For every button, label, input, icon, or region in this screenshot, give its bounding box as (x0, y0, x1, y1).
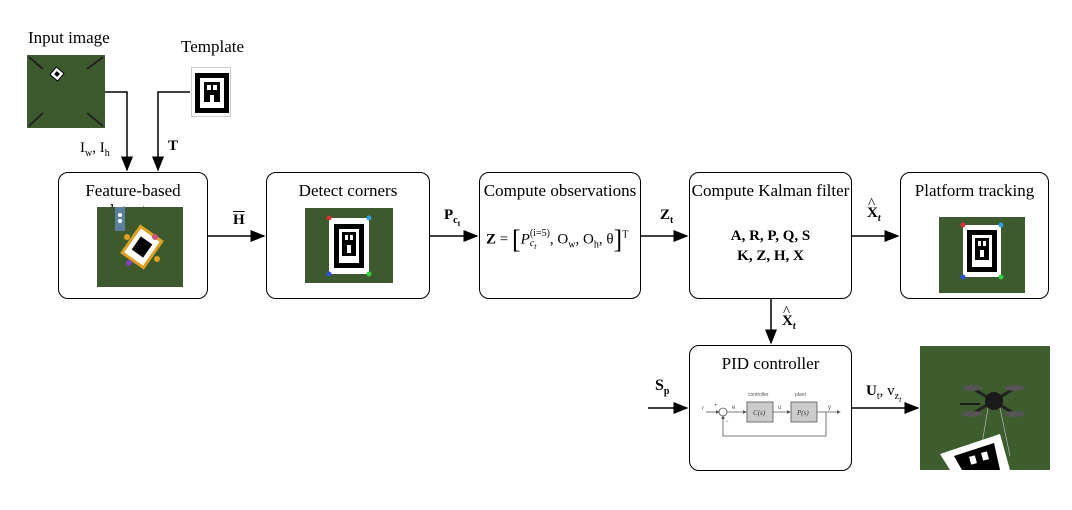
pid-controller-block: PID controller r + − e controller C(s) u… (689, 345, 852, 471)
detector-image-drawing (115, 207, 164, 270)
input-image (27, 55, 105, 128)
pid-u-label: u (778, 405, 781, 411)
compute-observations-block: Compute observations Z = [P(i=5)ct, Ow, … (479, 172, 641, 299)
kalman-filter-block: Compute Kalman filter A, R, P, Q, S K, Z… (689, 172, 852, 299)
tracking-image-drawing (960, 222, 1004, 280)
detector-image (97, 207, 183, 287)
tracking-image (939, 217, 1025, 293)
template-image (191, 67, 231, 117)
z-t-edge-label: Zt (660, 207, 674, 226)
input-image-drawing (28, 56, 104, 127)
corners-image (305, 208, 393, 283)
x-hat-edge-label: X^t (867, 196, 881, 224)
pid-plus-label: + (714, 403, 718, 409)
pid-e-label: e (732, 405, 736, 411)
x-hat-pid-edge-label: X^t (782, 304, 796, 332)
pid-controller-title: PID controller (721, 354, 820, 373)
detect-corners-block: Detect corners (266, 172, 430, 299)
pid-loop-drawing: r + − e controller C(s) u plant P(s) y (702, 392, 841, 437)
pid-controller-text: controller (748, 392, 769, 398)
ut-vz-edge-label: Ut, vzt (866, 383, 902, 404)
h-bar-edge-label: H (233, 212, 245, 228)
pid-c-block: C(s) (753, 409, 766, 417)
p-ct-edge-label: Pct (444, 207, 461, 228)
sp-edge-label: Sp (655, 377, 670, 398)
kalman-filter-title: Compute Kalman filter (691, 181, 850, 200)
corners-image-drawing (326, 215, 372, 277)
template-marker-icon (195, 73, 229, 113)
input-image-label: Input image (28, 28, 110, 47)
compute-observations-title: Compute observations (483, 181, 637, 200)
kalman-matrices: A, R, P, Q, S K, Z, H, X (690, 226, 851, 266)
pid-minus-label: − (725, 419, 729, 425)
pid-plant-text: plant (795, 392, 806, 398)
drone-image (920, 346, 1050, 470)
template-edge-label: T (168, 138, 179, 154)
kalman-matrices-line1: A, R, P, Q, S (730, 228, 811, 244)
platform-tracking-title: Platform tracking (914, 181, 1035, 200)
platform-tracking-block: Platform tracking (900, 172, 1049, 299)
input-size-label: Iw, Ih (80, 140, 110, 159)
drone-image-drawing (940, 385, 1025, 470)
kalman-matrices-line2: K, Z, H, X (737, 248, 804, 264)
detect-corners-title: Detect corners (298, 181, 398, 200)
feature-detector-block: Feature-based detector (58, 172, 208, 299)
template-label: Template (181, 37, 245, 56)
pid-y-label: y (828, 405, 831, 411)
observation-formula: Z = [P(i=5)ct, Ow, Oh, θ]T (486, 225, 629, 254)
pid-p-block: P(s) (796, 409, 809, 417)
pid-r-label: r (702, 406, 704, 412)
